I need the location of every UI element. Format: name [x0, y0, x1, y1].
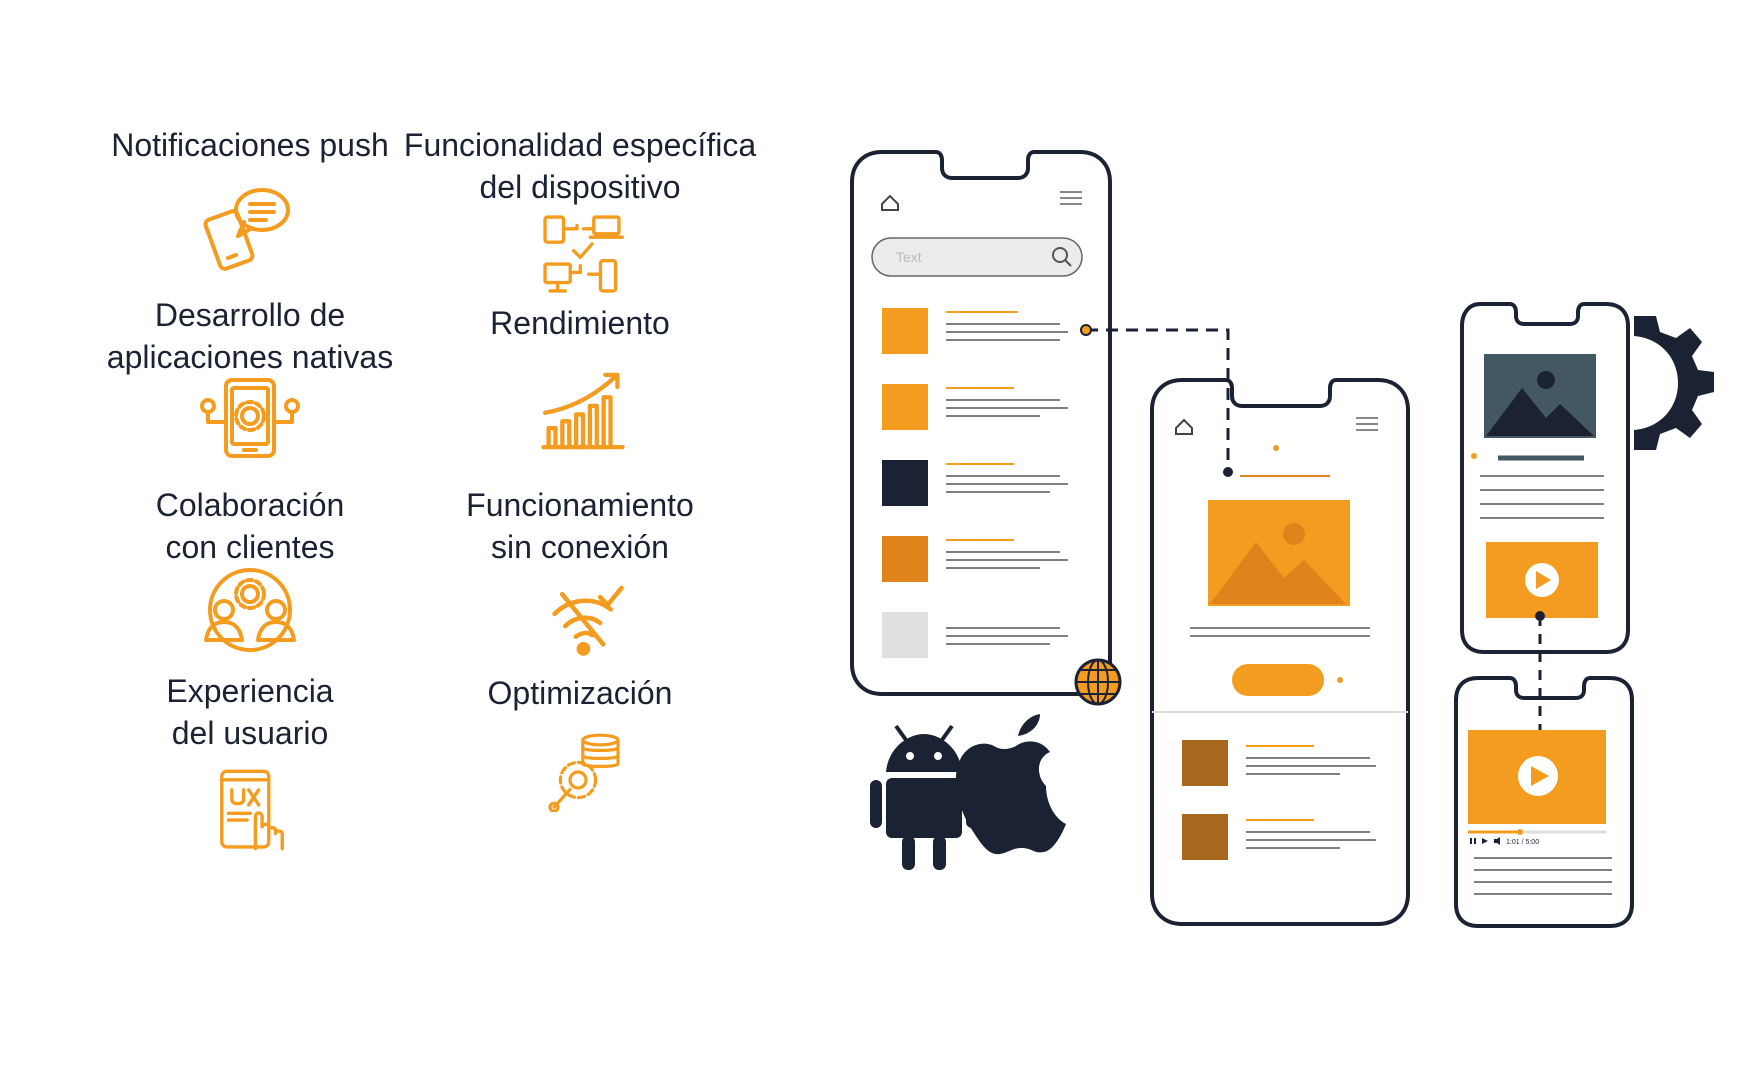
feature-label: Funcionamiento sin conexión: [466, 487, 694, 565]
feature-label: Notificaciones push: [111, 127, 389, 163]
mobile-settings-icon: [200, 372, 300, 472]
phone-1-home-icon: [881, 194, 899, 211]
list-thumb: [882, 536, 928, 582]
list-thumb: [1182, 740, 1228, 786]
feature-clients: Colaboración con clientes: [30, 484, 470, 652]
feature-ux: Experiencia del usuario: [30, 670, 470, 851]
chat-phone-icon: [200, 182, 300, 282]
android-icon: [870, 724, 978, 870]
video-time: 1:01 / 5:00: [1506, 839, 1539, 846]
video-play-icon: [1486, 542, 1598, 618]
search-bar: [871, 237, 1083, 277]
feature-device: Funcionalidad específica del dispositivo: [360, 124, 800, 293]
feature-offline: Funcionamiento sin conexión: [360, 484, 800, 656]
phone-1-menu-icon: [1060, 191, 1082, 205]
video-controls: [1470, 837, 1500, 845]
apple-icon: [955, 714, 1066, 855]
feature-native: Desarrollo de aplicaciones nativas: [30, 294, 470, 458]
list-thumb: [882, 460, 928, 506]
phone-4-frame: [1454, 676, 1634, 928]
list-thumb: [882, 384, 928, 430]
feature-label: Desarrollo de aplicaciones nativas: [106, 297, 394, 375]
feature-label: Optimización: [487, 675, 673, 711]
video-play-icon: [1468, 730, 1606, 824]
connector-line: [1086, 328, 1230, 472]
search-icon: [1052, 247, 1072, 267]
phone-2-frame: [1150, 378, 1410, 926]
phone-2-button: [1232, 664, 1324, 696]
ux-touch-icon: [210, 768, 294, 852]
feature-push: Notificaciones push: [30, 124, 470, 271]
list-thumb: [1182, 814, 1228, 860]
team-gear-icon: [200, 564, 300, 664]
feature-label: Colaboración con clientes: [155, 487, 345, 565]
growth-chart-icon: [540, 368, 626, 454]
feature-optimization: Optimización: [360, 672, 800, 813]
image-placeholder-icon: [1484, 354, 1596, 438]
image-placeholder-icon: [1208, 500, 1350, 606]
list-thumb: [882, 612, 928, 658]
feature-performance: Rendimiento: [360, 302, 800, 450]
list-thumb: [882, 308, 928, 354]
feature-label: Rendimiento: [490, 305, 670, 341]
globe-icon: [1074, 658, 1122, 706]
feature-label: Experiencia del usuario: [166, 673, 334, 751]
wifi-off-icon: [550, 582, 626, 658]
feature-label: Funcionalidad específica del dispositivo: [403, 127, 757, 205]
phone-2-menu-icon: [1356, 417, 1378, 431]
phone-1-frame: [850, 150, 1112, 696]
phone-3-frame: [1460, 302, 1630, 654]
gear-icon: [1634, 316, 1714, 450]
phone-2-home-icon: [1175, 418, 1193, 435]
search-placeholder: Text: [896, 249, 922, 265]
gear-wrench-coins-icon: [546, 732, 626, 813]
connected-devices-icon: [540, 212, 624, 296]
